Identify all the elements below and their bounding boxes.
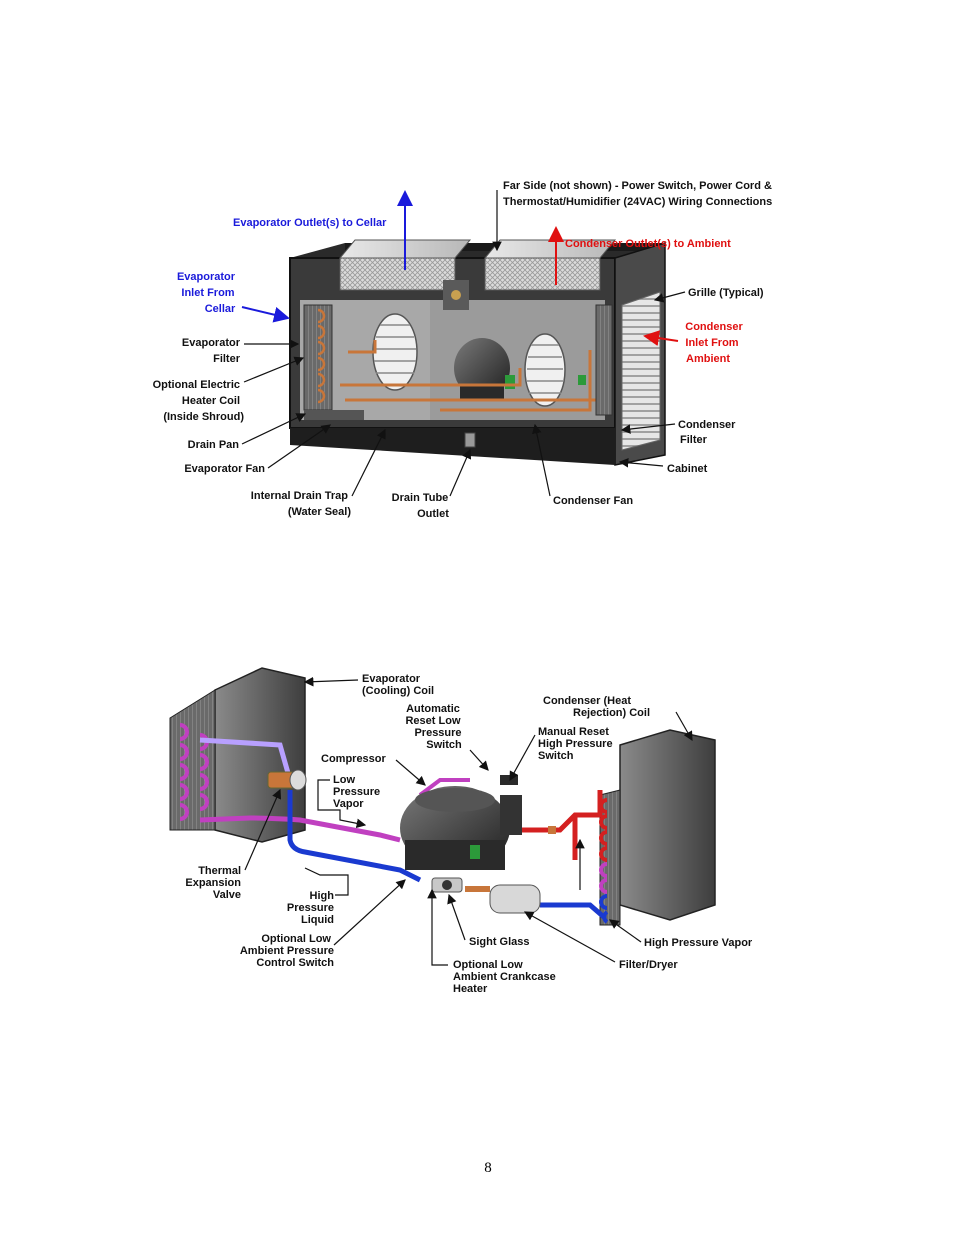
label-hpl-3: Liquid bbox=[301, 914, 334, 926]
label-hpl-2: Pressure bbox=[287, 902, 334, 914]
label-lapcs-2: Ambient Pressure bbox=[240, 945, 334, 957]
label-heater-3: (Inside Shroud) bbox=[163, 411, 244, 423]
label-crankcase-1: Optional Low bbox=[453, 959, 523, 971]
label-evap-outlet: Evaporator Outlet(s) to Cellar bbox=[233, 217, 387, 229]
label-cond-inlet-2: Inlet From bbox=[685, 337, 738, 349]
label-compressor: Compressor bbox=[321, 753, 387, 765]
label-lpv-3: Vapor bbox=[333, 798, 364, 810]
bottom-leader-lines bbox=[244, 676, 693, 966]
evap-inlet-arrow bbox=[241, 306, 290, 323]
top-labels: Far Side (not shown) - Power Switch, Pow… bbox=[153, 180, 773, 520]
cabinet-illustration bbox=[289, 239, 666, 466]
label-heater-2: Heater Coil bbox=[182, 395, 240, 407]
label-cond-inlet-3: Ambient bbox=[686, 353, 730, 365]
label-heater-1: Optional Electric bbox=[153, 379, 240, 391]
label-evap-inlet-3: Cellar bbox=[205, 303, 236, 315]
label-auto-reset-4: Switch bbox=[426, 739, 462, 751]
label-cond-filter-1: Condenser bbox=[678, 419, 736, 431]
cond-inlet-arrow bbox=[643, 330, 679, 347]
label-lpv-2: Pressure bbox=[333, 786, 380, 798]
label-cond-fan: Condenser Fan bbox=[553, 495, 633, 507]
label-far-side-2: Thermostat/Humidifier (24VAC) Wiring Con… bbox=[503, 196, 772, 208]
label-txv-1: Thermal bbox=[198, 865, 241, 877]
label-cond-outlet: Condenser Outlet(s) to Ambient bbox=[565, 238, 731, 250]
label-lpv-1: Low bbox=[333, 774, 355, 786]
label-manual-reset-3: Switch bbox=[538, 750, 574, 762]
refrigeration-illustration bbox=[169, 667, 716, 926]
label-cond-inlet-1: Condenser bbox=[685, 321, 743, 333]
label-auto-reset-3: Pressure bbox=[414, 727, 461, 739]
label-grille: Grille (Typical) bbox=[688, 287, 764, 299]
label-drain-pan: Drain Pan bbox=[188, 439, 240, 451]
label-txv-2: Expansion bbox=[185, 877, 241, 889]
label-hpl-1: High bbox=[310, 890, 335, 902]
label-evap-filter-1: Evaporator bbox=[182, 337, 241, 349]
label-evap-coil-2: (Cooling) Coil bbox=[362, 685, 434, 697]
label-cond-coil-1: Condenser (Heat bbox=[543, 695, 631, 707]
top-leader-lines bbox=[241, 190, 686, 497]
label-cond-coil-2: Rejection) Coil bbox=[573, 707, 650, 719]
label-hpv: High Pressure Vapor bbox=[644, 937, 753, 949]
label-evap-inlet-1: Evaporator bbox=[177, 271, 236, 283]
label-drain-tube-1: Drain Tube bbox=[392, 492, 449, 504]
label-crankcase-3: Heater bbox=[453, 983, 488, 995]
label-manual-reset-1: Manual Reset bbox=[538, 726, 609, 738]
label-txv-3: Valve bbox=[213, 889, 241, 901]
label-evap-filter-2: Filter bbox=[213, 353, 241, 365]
label-far-side-1: Far Side (not shown) - Power Switch, Pow… bbox=[503, 180, 772, 192]
label-drain-trap-2: (Water Seal) bbox=[288, 506, 352, 518]
label-drain-trap-1: Internal Drain Trap bbox=[251, 490, 348, 502]
label-cond-filter-2: Filter bbox=[680, 434, 708, 446]
label-evap-coil-1: Evaporator bbox=[362, 673, 421, 685]
bottom-labels: Evaporator (Cooling) Coil Automatic Rese… bbox=[185, 673, 753, 995]
label-evap-fan: Evaporator Fan bbox=[184, 463, 265, 475]
label-drain-tube-2: Outlet bbox=[417, 508, 449, 520]
label-filter-dryer: Filter/Dryer bbox=[619, 959, 678, 971]
label-auto-reset-1: Automatic bbox=[406, 703, 460, 715]
label-lapcs-3: Control Switch bbox=[256, 957, 334, 969]
label-lapcs-1: Optional Low bbox=[261, 933, 331, 945]
label-crankcase-2: Ambient Crankcase bbox=[453, 971, 556, 983]
label-manual-reset-2: High Pressure bbox=[538, 738, 613, 750]
label-evap-inlet-2: Inlet From bbox=[181, 287, 234, 299]
page-number: 8 bbox=[484, 1160, 492, 1176]
label-cabinet: Cabinet bbox=[667, 463, 708, 475]
label-auto-reset-2: Reset Low bbox=[405, 715, 460, 727]
label-sight-glass: Sight Glass bbox=[469, 936, 530, 948]
